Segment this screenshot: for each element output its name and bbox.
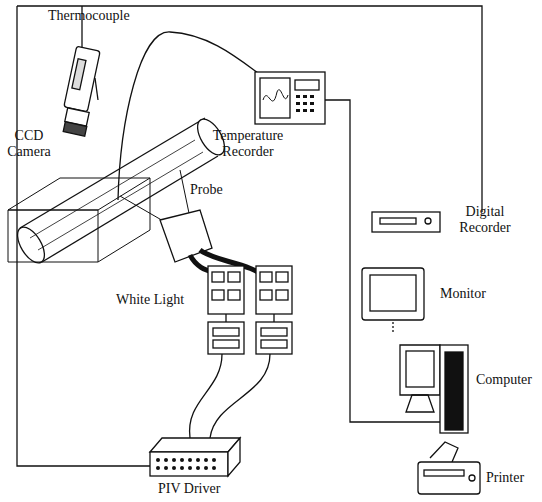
device-label: Computer xyxy=(476,372,532,388)
device-label: Digital Recorder xyxy=(444,204,526,236)
piv-driver xyxy=(150,438,240,476)
thermocouple-wire xyxy=(118,32,262,200)
temperature-recorder xyxy=(255,72,325,124)
device-label: Printer xyxy=(486,470,524,486)
computer xyxy=(395,345,468,433)
printer xyxy=(418,442,480,494)
ccd-camera xyxy=(63,46,100,136)
signal-wire xyxy=(17,6,482,212)
device-label: Temperature Recorder xyxy=(196,128,300,160)
white-light-source xyxy=(190,266,292,438)
device-label: White Light xyxy=(116,292,184,308)
device-label: Probe xyxy=(190,182,223,198)
device-label: Thermocouple xyxy=(48,8,130,24)
device-label: PIV Driver xyxy=(158,481,220,497)
digital-recorder xyxy=(372,212,440,232)
device-label: Monitor xyxy=(440,286,486,302)
signal-wire xyxy=(325,100,395,422)
monitor xyxy=(362,268,424,332)
device-label: CCD Camera xyxy=(2,128,56,160)
